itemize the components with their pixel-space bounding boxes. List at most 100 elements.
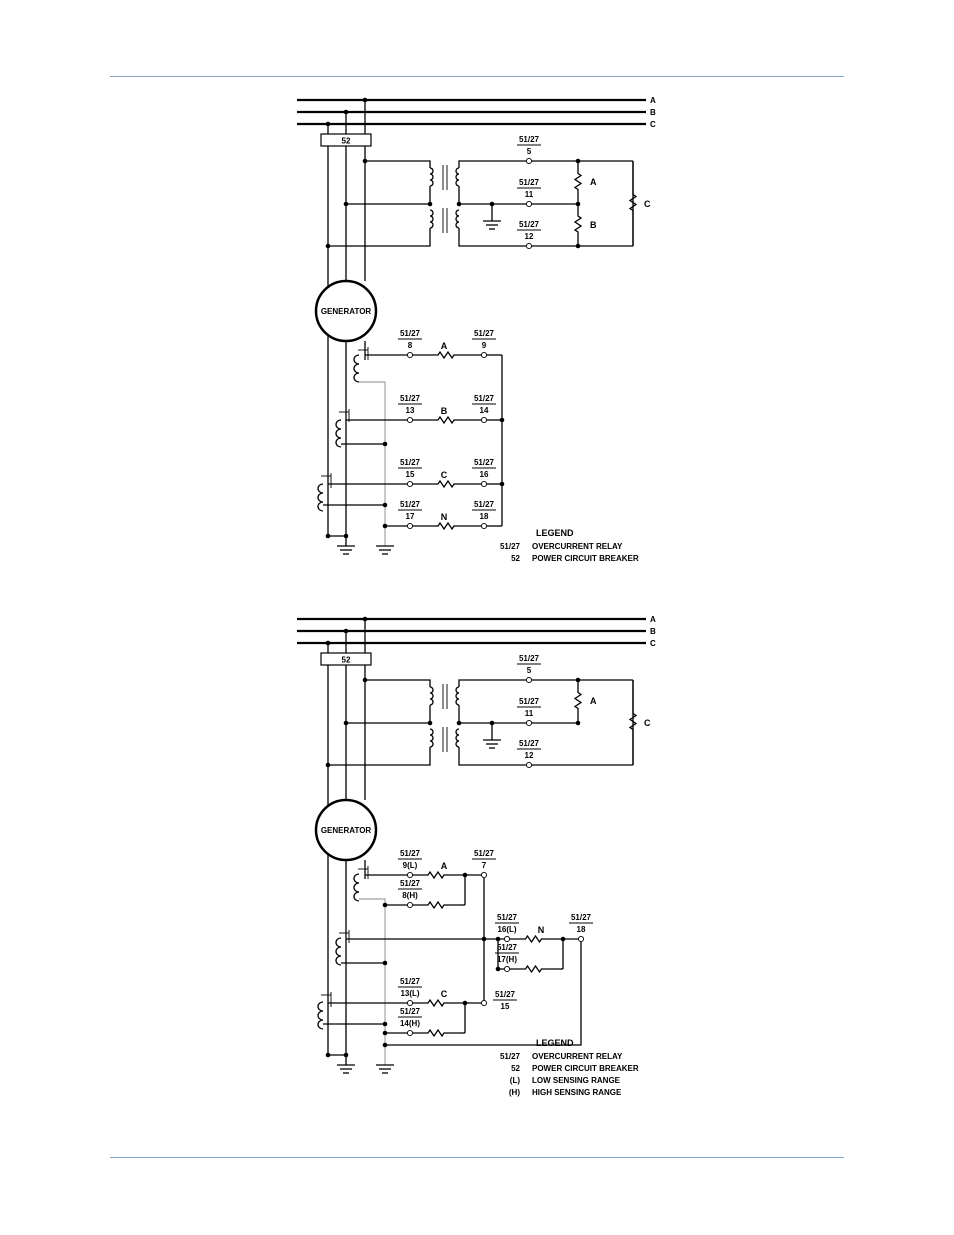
wire: [365, 679, 431, 687]
terminal-number: 5: [527, 147, 532, 156]
relay-terminal: [480, 999, 488, 1007]
terminal-number: 18: [577, 925, 586, 934]
relay-terminal: [480, 871, 488, 879]
junction-dot: [499, 417, 505, 423]
generator-feeders: [327, 146, 366, 292]
wire: [365, 160, 431, 168]
relay-terminal: [525, 200, 533, 208]
ct-coil: [317, 483, 324, 512]
generator-feeders: [327, 665, 366, 811]
relay-terminal: [406, 1029, 414, 1037]
relay-designation: 51/27: [474, 394, 495, 403]
breaker-label: 52: [342, 137, 351, 146]
relay-designation: 51/27: [474, 458, 495, 467]
winding-coil: [429, 728, 434, 748]
relay-designation: 51/27: [400, 879, 421, 888]
wire: [458, 747, 633, 766]
terminal-number: 8(H): [402, 891, 418, 900]
relay-terminal: [406, 351, 414, 359]
winding-coil: [455, 209, 460, 229]
relay-designation: 51/27: [519, 178, 540, 187]
pt-load-c: C: [644, 199, 651, 209]
resistor-vertical: [573, 680, 583, 723]
relay-terminal: [406, 522, 414, 530]
bus-label-b: B: [650, 627, 656, 636]
junction-dot: [427, 201, 433, 207]
phase-bus: ABC: [297, 96, 656, 129]
resistor-horizontal: [413, 350, 481, 360]
bus-label-a: A: [650, 96, 656, 105]
winding-coil: [429, 209, 434, 229]
relay-terminal: [480, 351, 488, 359]
generator: GENERATOR: [314, 798, 378, 862]
winding-coil: [455, 686, 460, 706]
relay-designation: 51/27: [519, 135, 540, 144]
terminal-number: 5: [527, 666, 532, 675]
relay-designation: 51/27: [474, 329, 495, 338]
relay-designation: 51/27: [474, 849, 495, 858]
junction-dot: [456, 201, 462, 207]
bus-label-c: C: [650, 120, 656, 129]
relay-designation: 51/27: [519, 654, 540, 663]
legend-key: 52: [511, 554, 520, 563]
wire: [385, 942, 582, 1046]
ct-load-label: A: [441, 341, 448, 351]
junction-dot: [456, 720, 462, 726]
relay-terminal: [525, 676, 533, 684]
wire: [458, 228, 633, 247]
phase-bus: ABC: [297, 615, 656, 648]
ct-coil: [335, 419, 342, 448]
relay-terminal: [480, 480, 488, 488]
terminal-number: 12: [525, 232, 534, 241]
relay-terminal: [503, 935, 511, 943]
wire: [359, 381, 386, 546]
relay-designation: 51/27: [400, 849, 421, 858]
relay-terminal: [406, 901, 414, 909]
legend-title: LEGEND: [536, 528, 574, 538]
ct-load-label: C: [441, 470, 448, 480]
winding-coil: [429, 167, 434, 187]
relay-terminal: [525, 242, 533, 250]
resistor-horizontal: [413, 479, 481, 489]
pt-load-c: C: [644, 718, 651, 728]
relay-designation: 51/27: [400, 500, 421, 509]
legend-key: (L): [510, 1076, 521, 1085]
bus-label-a: A: [650, 615, 656, 624]
wire: [359, 898, 386, 1065]
ct-coil: [353, 873, 360, 902]
relay-terminal: [406, 999, 414, 1007]
bus-label-c: C: [650, 639, 656, 648]
legend-title: LEGEND: [536, 1038, 574, 1048]
legend-key: (H): [509, 1088, 520, 1097]
relay-terminal: [503, 965, 511, 973]
relay-designation: 51/27: [400, 1007, 421, 1016]
relay-designation: 51/27: [497, 943, 518, 952]
junction-dot: [382, 523, 388, 529]
ct-load-a: A: [441, 861, 448, 871]
legend-desc: HIGH SENSING RANGE: [532, 1088, 622, 1097]
terminal-number: 15: [406, 470, 415, 479]
generator-label: GENERATOR: [321, 307, 372, 316]
wire: [328, 747, 431, 766]
ct-coil: [317, 1001, 324, 1030]
relay-terminal: [406, 871, 414, 879]
bus-label-b: B: [650, 108, 656, 117]
terminal-number: 15: [501, 1002, 510, 1011]
resistor-horizontal: [413, 1028, 461, 1038]
relay-designation: 51/27: [519, 220, 540, 229]
terminal-number: 16(L): [497, 925, 516, 934]
ct-coil: [335, 937, 342, 966]
resistor-horizontal: [413, 998, 461, 1008]
legend-desc: OVERCURRENT RELAY: [532, 1052, 623, 1061]
junction-dot: [427, 720, 433, 726]
wire: [458, 160, 633, 168]
terminal-number: 13: [406, 406, 415, 415]
ct-circuit-2: A51/279(L)51/278(H)51/277N51/2716(L)51/2…: [317, 849, 593, 1074]
terminal-number: 13(L): [400, 989, 419, 998]
terminal-number: 18: [480, 512, 489, 521]
resistor-horizontal: [510, 964, 559, 974]
